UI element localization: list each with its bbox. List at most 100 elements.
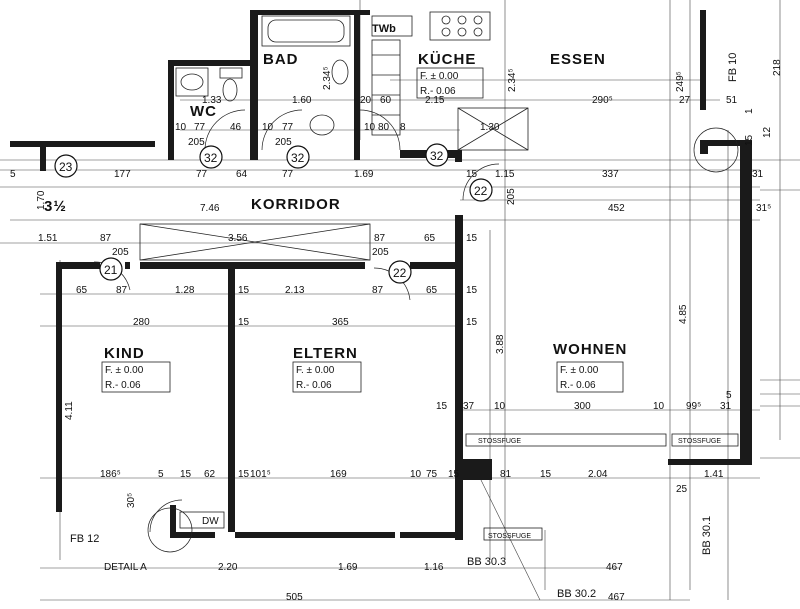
dim: 99⁵ (686, 401, 701, 412)
dim: 365 (332, 317, 349, 328)
dim: 177 (114, 169, 131, 180)
dim: 77 (282, 122, 294, 133)
dim: 37 (463, 401, 475, 412)
room-essen: ESSEN (550, 51, 606, 68)
dim: 15 (466, 285, 478, 296)
marker-32-b: 32 (291, 151, 305, 165)
dim: 77 (196, 169, 208, 180)
floor-levels: F. ± 0.00 R.- 0.06 F. ± 0.00 R.- 0.06 F.… (105, 71, 599, 391)
dim: 30⁵ (126, 493, 137, 508)
dim: 337 (602, 169, 619, 180)
dim: 27 (679, 95, 691, 106)
dim: 1.28 (175, 285, 195, 296)
dim: 467 (606, 562, 623, 573)
section-markers (54, 143, 493, 553)
dim: 249⁵ (675, 71, 686, 92)
marker-numbers: 23 32 32 32 22 22 21 (59, 149, 488, 280)
dim: 77 (282, 169, 294, 180)
dim: 15 (744, 134, 755, 146)
marker-32-c: 32 (430, 149, 444, 163)
dim: 5 (10, 169, 16, 180)
marker-22-b: 22 (393, 266, 407, 280)
marker-32-a: 32 (204, 151, 218, 165)
label-detail-a: DETAIL A (104, 562, 147, 573)
label-bb302: BB 30.2 (557, 588, 596, 600)
level-eltern-r: R.- 0.06 (296, 380, 332, 391)
level-kind-f: F. ± 0.00 (105, 365, 144, 376)
dim: 31 (720, 401, 732, 412)
level-kueche-r: R.- 0.06 (420, 86, 456, 97)
label-stossfuge-1: STOSSFUGE (478, 438, 521, 445)
dim: 280 (133, 317, 150, 328)
dim: 15 (238, 469, 250, 480)
dim: 205 (372, 247, 389, 258)
dim: 2.34⁵ (507, 68, 518, 92)
dim: 65 (426, 285, 438, 296)
dim: 1.60 (292, 95, 312, 106)
room-kind: KIND (104, 345, 145, 362)
dim: 2.20 (218, 562, 238, 573)
dim: 87 (374, 233, 386, 244)
dim: 10 (653, 401, 665, 412)
dim: 77 (194, 122, 206, 133)
dim: 1.41 (704, 469, 724, 480)
dim: 10 (494, 401, 506, 412)
level-kueche-f: F. ± 0.00 (420, 71, 459, 82)
room-twb: TWb (372, 23, 396, 35)
dim: 80 (378, 122, 390, 133)
dim: 87 (372, 285, 384, 296)
dim: 31⁵ (756, 203, 771, 214)
dim: 467 (608, 592, 625, 603)
dim: 8 (400, 122, 406, 133)
level-kind-r: R.- 0.06 (105, 380, 141, 391)
dim: 4.85 (678, 304, 689, 324)
marker-23: 23 (59, 160, 73, 174)
dim: 4.11 (64, 401, 75, 420)
dim: 60 (380, 95, 392, 106)
dim: 1.51 (38, 233, 58, 244)
dim: 452 (608, 203, 625, 214)
dim: 87 (100, 233, 112, 244)
room-labels: BAD KÜCHE ESSEN WC KORRIDOR KIND ELTERN … (104, 23, 627, 527)
dim: 12 (762, 126, 773, 138)
level-wohnen-r: R.- 0.06 (560, 380, 596, 391)
dim: 10 (262, 122, 274, 133)
dim: 169 (330, 469, 347, 480)
label-stossfuge-2: STOSSFUGE (678, 438, 721, 445)
room-kueche: KÜCHE (418, 51, 476, 68)
dim: 10 (175, 122, 187, 133)
dim: 1.15 (495, 169, 515, 180)
dim: 218 (772, 59, 783, 76)
dim: 1.33 (202, 95, 222, 106)
dim: 15 (180, 469, 192, 480)
dim: 5 (726, 390, 732, 401)
walls (10, 10, 752, 540)
dimension-texts: 1.33 1.60 20 60 2.15 290⁵ 27 51 218 2.34… (10, 59, 783, 603)
dim: 75 (426, 469, 438, 480)
room-wohnen: WOHNEN (553, 341, 627, 358)
dim: 1.30 (480, 122, 500, 133)
dim: 5 (158, 469, 164, 480)
dim: 10 (410, 469, 422, 480)
dim: 1.70 (36, 190, 47, 210)
dim: 81 (500, 469, 512, 480)
dim: 205 (506, 188, 517, 205)
dim: 15 (466, 317, 478, 328)
marker-22-a: 22 (474, 184, 488, 198)
dim: 205 (188, 137, 205, 148)
dim: 87 (116, 285, 128, 296)
dim: 3.56 (228, 233, 248, 244)
dim: 65 (424, 233, 436, 244)
dim: 7.46 (200, 203, 220, 214)
dim: 2.13 (285, 285, 305, 296)
dim: 15 (540, 469, 552, 480)
dim: 31 (752, 169, 764, 180)
dim: 64 (236, 169, 248, 180)
dim: 1.69 (354, 169, 374, 180)
room-eltern: ELTERN (293, 345, 358, 362)
level-eltern-f: F. ± 0.00 (296, 365, 335, 376)
label-frac: 3½ (44, 198, 67, 215)
level-wohnen-f: F. ± 0.00 (560, 365, 599, 376)
dim: 10 (364, 122, 376, 133)
